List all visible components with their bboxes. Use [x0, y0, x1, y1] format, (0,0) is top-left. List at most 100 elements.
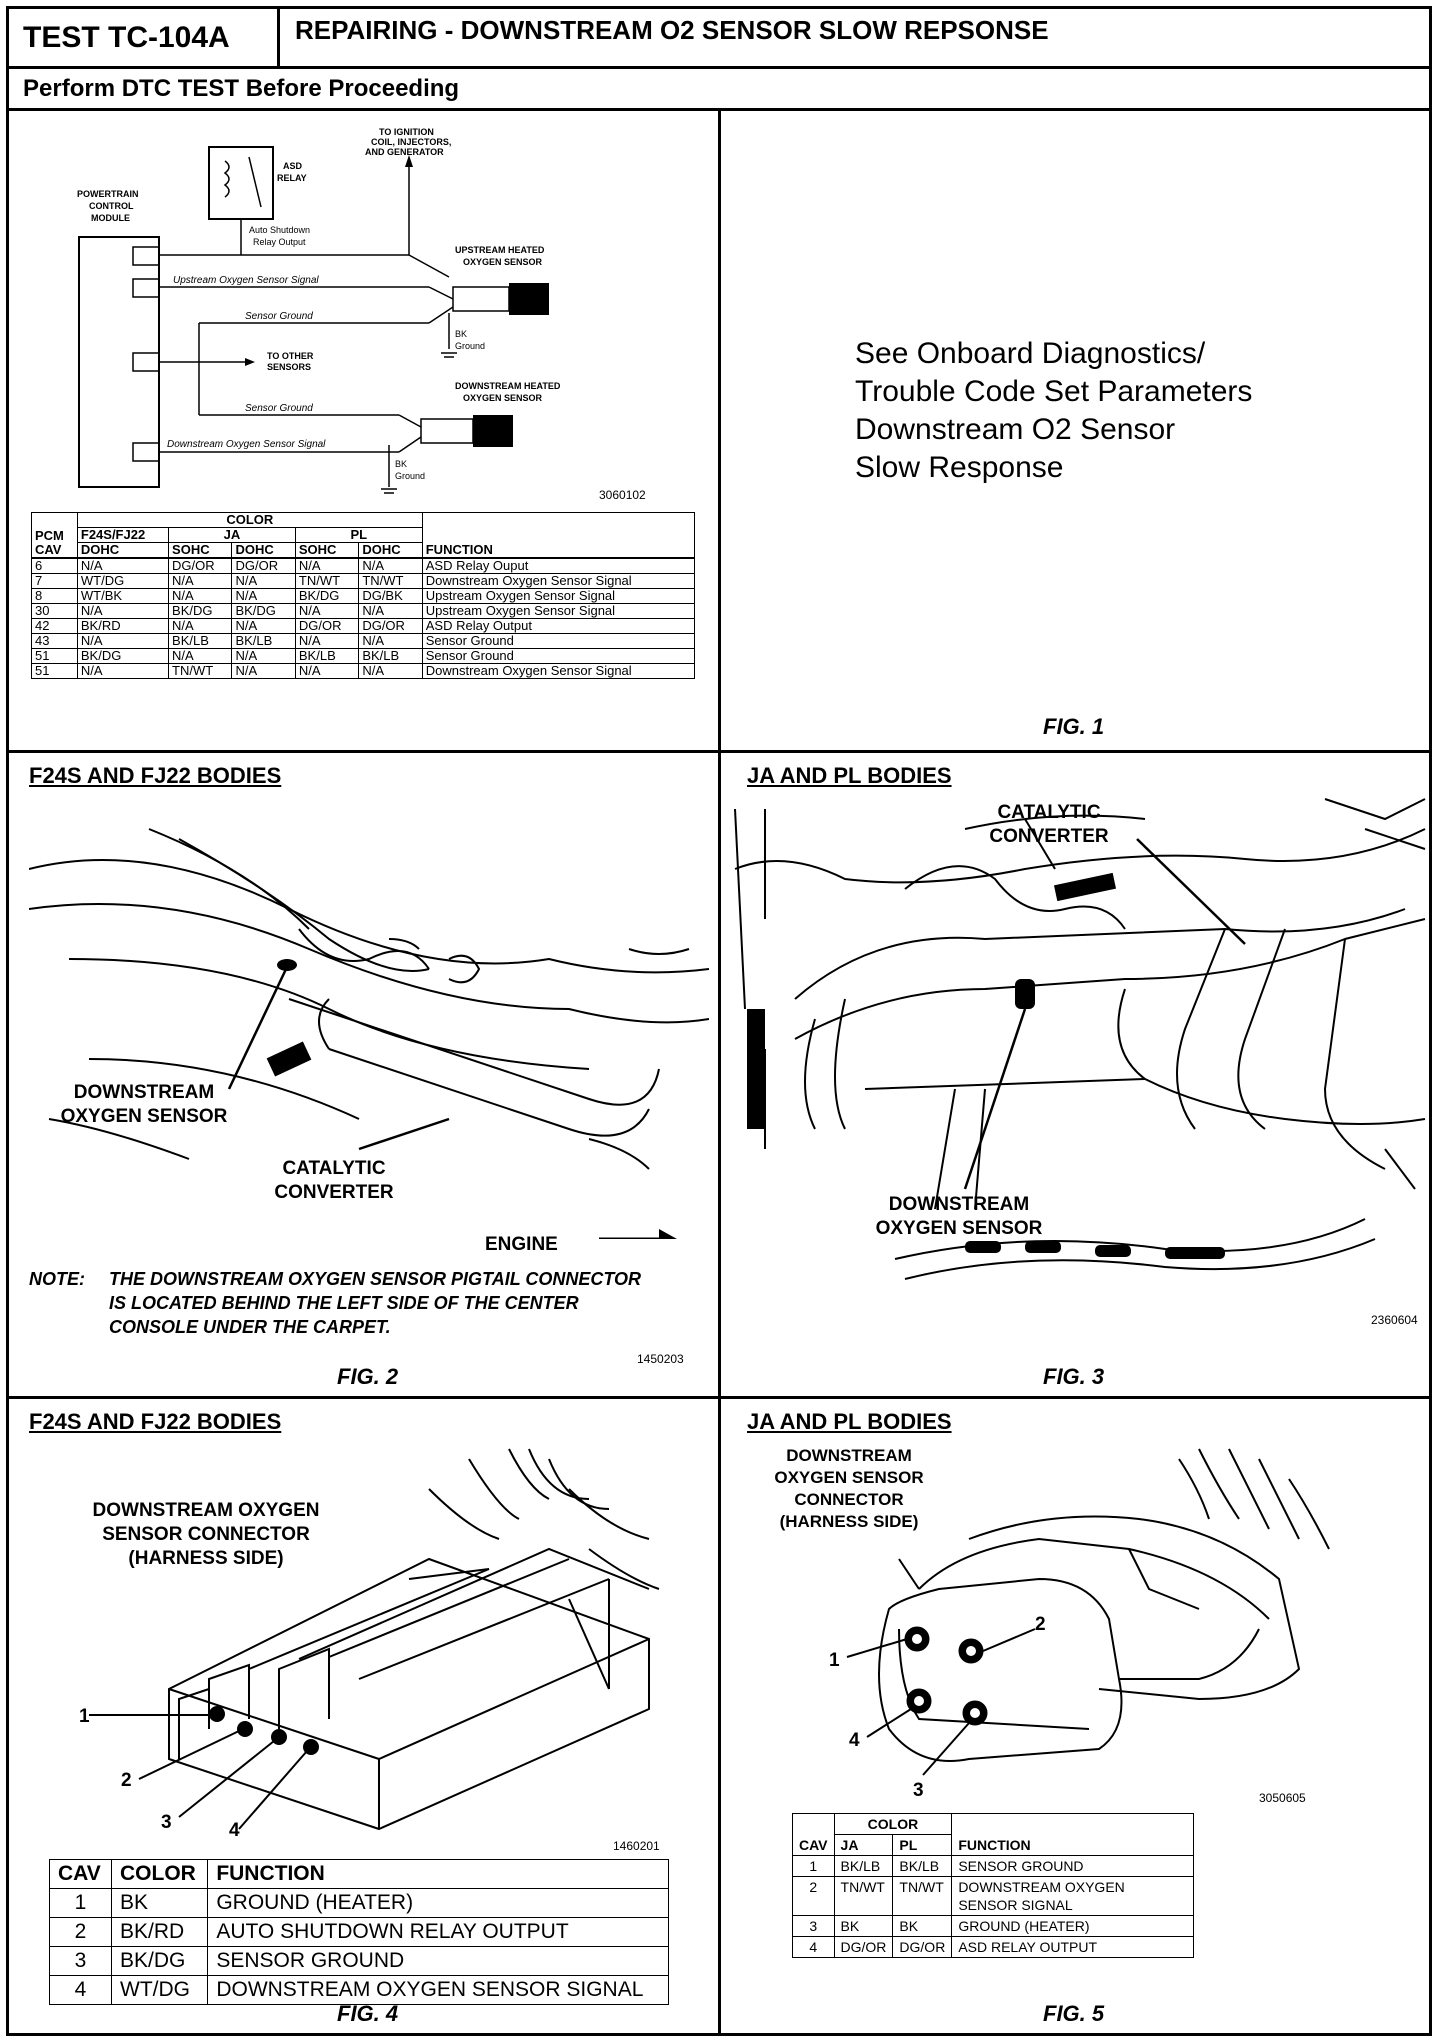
cell: BK/DG	[168, 603, 233, 619]
fig3-downstream-callout: DOWNSTREAM OXYGEN SENSOR	[875, 1194, 1043, 1239]
fig5-pin-4: 4	[849, 1730, 860, 1751]
cell: BK	[833, 1915, 894, 1937]
see-line: Downstream O2 Sensor	[855, 413, 1176, 446]
cell: N/A	[358, 603, 423, 619]
cell: TN/WT	[833, 1876, 894, 1916]
page-title: REPAIRING - DOWNSTREAM O2 SENSOR SLOW RE…	[295, 15, 1049, 45]
table-row: 3 BK BK GROUND (HEATER)	[792, 1915, 1194, 1937]
cell: 30	[31, 603, 78, 619]
cell: GROUND (HEATER)	[951, 1915, 1194, 1937]
upstream-sensor-label: UPSTREAM HEATED	[455, 245, 545, 255]
t5-header-pl: PL	[892, 1834, 953, 1856]
cell: DG/OR	[231, 557, 296, 574]
fig3-catalytic-callout: CATALYTIC CONVERTER	[989, 802, 1109, 847]
fig2-illustration	[29, 828, 709, 1239]
cell: TN/WT	[168, 663, 233, 679]
fig4-pin-3: 3	[161, 1812, 172, 1833]
cell: N/A	[76, 557, 170, 574]
t1-sub-3: SOHC	[294, 542, 360, 559]
cell: BK/DG	[294, 588, 360, 604]
cell: 6	[31, 557, 78, 574]
see-line: Trouble Code Set Parameters	[855, 375, 1253, 408]
cell: Upstream Oxygen Sensor Signal	[421, 588, 696, 604]
cell: 8	[31, 588, 78, 604]
cell: 51	[31, 648, 78, 664]
fig5-pin-1: 1	[829, 1650, 840, 1671]
cell: ASD Relay Ouput	[421, 557, 696, 574]
table-row: 1 BK/LB BK/LB SENSOR GROUND	[792, 1855, 1194, 1877]
cell: DG/OR	[168, 557, 233, 574]
pcm-label-2: CONTROL	[89, 201, 134, 211]
fig5-connector-illustration	[846, 1448, 1330, 1776]
to-other-sensors-label: TO OTHER	[267, 351, 314, 361]
grid-divider-2	[9, 1396, 1429, 1399]
cell: Sensor Ground	[421, 648, 696, 664]
grid-divider-1	[9, 750, 1429, 753]
fig5-connector-callout: DOWNSTREAM OXYGEN SENSOR CONNECTOR (HARN…	[774, 1446, 924, 1531]
cell: AUTO SHUTDOWN RELAY OUTPUT	[207, 1917, 669, 1947]
cell: N/A	[294, 557, 360, 574]
see-reference-text: See Onboard Diagnostics/ Trouble Code Se…	[855, 335, 1252, 487]
fig4-pin-2: 2	[121, 1770, 132, 1791]
table-row: 1 BK GROUND (HEATER)	[48, 1888, 669, 1918]
fig2-catalytic-callout: CATALYTIC CONVERTER	[274, 1158, 394, 1203]
pcm-label-3: MODULE	[91, 213, 130, 223]
cell: 2	[48, 1917, 113, 1947]
cell: TN/WT	[358, 573, 423, 589]
t5-header-function: FUNCTION	[951, 1813, 1194, 1856]
cell: N/A	[231, 663, 296, 679]
cell: N/A	[294, 663, 360, 679]
t1-sub-1: SOHC	[168, 542, 233, 559]
fig5-label: FIG. 5	[1043, 2001, 1105, 2026]
t1-function-header: FUNCTION	[421, 512, 696, 559]
fig1-code: 3060102	[599, 488, 646, 502]
pcm-label: POWERTRAIN	[77, 189, 139, 199]
fig4-label: FIG. 4	[337, 2001, 399, 2026]
cell: 3	[48, 1946, 113, 1976]
note-body: THE DOWNSTREAM OXYGEN SENSOR PIGTAIL CON…	[109, 1269, 642, 1337]
cell: BK/DG	[76, 648, 170, 664]
table-row: 2 BK/RD AUTO SHUTDOWN RELAY OUTPUT	[48, 1917, 669, 1947]
cell: SENSOR GROUND	[207, 1946, 669, 1976]
note-label: NOTE:	[29, 1269, 85, 1289]
cell: 51	[31, 663, 78, 679]
cell: BK/LB	[833, 1855, 894, 1877]
cell: BK	[111, 1888, 209, 1918]
fig2-code: 1450203	[637, 1352, 684, 1366]
fig3-illustration	[734, 798, 1426, 1280]
cell: N/A	[358, 557, 423, 574]
cell: Downstream Oxygen Sensor Signal	[421, 573, 696, 589]
cell: N/A	[358, 633, 423, 649]
t1-group-f24s: F24S/FJ22	[76, 527, 170, 543]
cell: WT/BK	[76, 588, 170, 604]
cell: 1	[48, 1888, 113, 1918]
upstream-signal-label: Upstream Oxygen Sensor Signal	[173, 275, 319, 286]
downstream-sensor-label: DOWNSTREAM HEATED	[455, 381, 561, 391]
upstream-sensor-label-2: OXYGEN SENSOR	[463, 257, 543, 267]
cell: N/A	[231, 618, 296, 634]
header-bar: TEST TC-104A REPAIRING - DOWNSTREAM O2 S…	[9, 9, 1429, 69]
cell: N/A	[76, 603, 170, 619]
t1-sub-0: DOHC	[76, 542, 170, 559]
fig4-pin-table: CAV COLOR FUNCTION 1 BK GROUND (HEATER) …	[48, 1859, 669, 2005]
cell: N/A	[358, 663, 423, 679]
cell: BK/RD	[111, 1917, 209, 1947]
cell: Upstream Oxygen Sensor Signal	[421, 603, 696, 619]
grid-vertical-divider	[718, 111, 721, 2036]
cell: TN/WT	[892, 1876, 953, 1916]
table-row: 2 TN/WT TN/WT DOWNSTREAM OXYGEN SENSOR S…	[792, 1876, 1194, 1916]
fig5-pin-2: 2	[1035, 1614, 1046, 1635]
cell: DOWNSTREAM OXYGEN SENSOR SIGNAL	[951, 1876, 1194, 1916]
downstream-signal-label: Downstream Oxygen Sensor Signal	[167, 439, 326, 450]
t5-header-ja: JA	[833, 1834, 894, 1856]
t4-header-cav: CAV	[48, 1859, 113, 1889]
fig2-label: FIG. 2	[337, 1364, 399, 1389]
cell: ASD RELAY OUTPUT	[951, 1936, 1194, 1958]
cell: BK/LB	[168, 633, 233, 649]
t4-header-color: COLOR	[111, 1859, 209, 1889]
see-line: See Onboard Diagnostics/	[855, 337, 1206, 370]
